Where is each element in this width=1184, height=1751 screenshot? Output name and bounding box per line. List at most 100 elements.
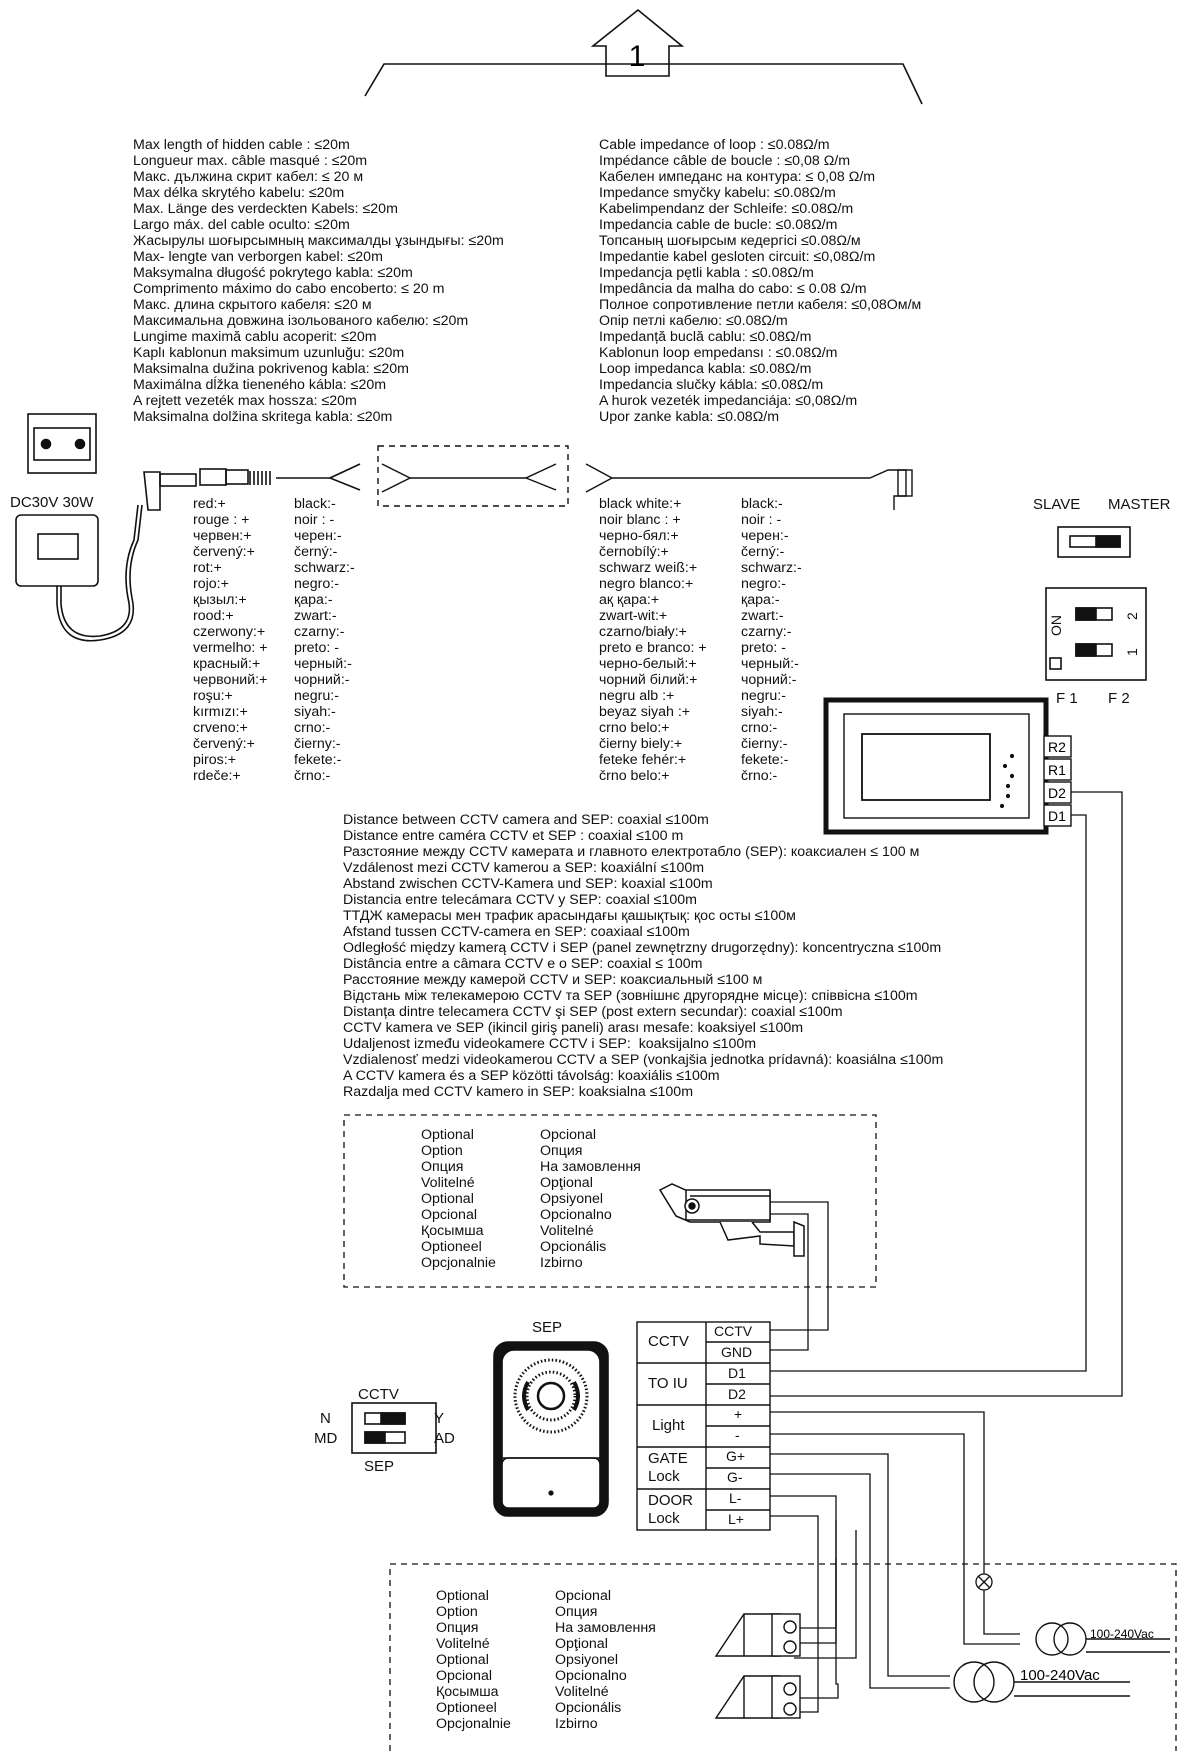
text-line: Opsiyonel: [540, 1191, 604, 1207]
text-line: rot:+: [193, 560, 222, 576]
text-line: Abstand zwischen CCTV-Kamera und SEP: ko…: [343, 876, 713, 892]
cctv-camera-icon: [658, 1183, 805, 1257]
text-line: Opcional: [436, 1668, 492, 1684]
text-line: чорний:-: [294, 672, 350, 688]
pin-d2: D2: [728, 1386, 746, 1402]
text-line: Distance entre caméra CCTV et SEP : coax…: [343, 828, 684, 844]
text-line: zwart:-: [294, 608, 337, 624]
pin-door-minus: L-: [729, 1490, 742, 1506]
text-line: Optional: [421, 1127, 474, 1143]
text-line: Opţional: [555, 1636, 608, 1652]
text-line: красный:+: [193, 656, 261, 672]
text-line: Impedancja pętli kabla : ≤0.08Ω/m: [599, 265, 814, 281]
bus-wires: [770, 791, 1123, 1397]
text-line: Opcional: [421, 1207, 477, 1223]
text-line: Vzdialenosť medzi videokamerou CCTV a SE…: [343, 1052, 944, 1068]
text-line: Максимальна довжина ізольованого кабелю:…: [133, 313, 469, 329]
text-line: Kaplı kablonun maksimum uzunluğu: ≤20m: [133, 345, 405, 361]
transformer-small-icon: [1035, 1622, 1170, 1656]
text-line: черно-бял:+: [599, 528, 679, 544]
text-line: A CCTV kamera és a SEP közötti távolság:…: [343, 1068, 720, 1084]
text-line: Opcionális: [540, 1239, 607, 1255]
text-line: черный:-: [294, 656, 352, 672]
text-line: қара:-: [294, 592, 333, 608]
text-line: Optional: [436, 1652, 489, 1668]
text-line: Optioneel: [436, 1700, 497, 1716]
text-line: Optioneel: [421, 1239, 482, 1255]
text-line: Lungime maximă cablu acoperit: ≤20m: [133, 329, 377, 345]
text-line: Max length of hidden cable : ≤20m: [133, 137, 350, 153]
lock-wiring: [770, 1411, 1020, 1713]
text-line: beyaz siyah :+: [599, 704, 691, 720]
terminal-group-cctv: CCTV: [648, 1333, 689, 1350]
terminal-d2-label: D2: [1048, 785, 1066, 801]
text-line: Impedância da malha do cabo: ≤ 0.08 Ω/m: [599, 281, 867, 297]
text-line: қара:-: [741, 592, 780, 608]
text-line: crveno:+: [193, 720, 248, 736]
text-line: Volitelné: [436, 1636, 490, 1652]
text-line: Опция: [421, 1159, 464, 1175]
wire-color-left-minus: black:-noir : -черен:-černý:-schwarz:-ne…: [294, 496, 355, 784]
text-line: červený:+: [193, 736, 255, 752]
pin-cctv: CCTV: [714, 1323, 753, 1339]
text-line: Макс. длина скрытого кабеля: ≤20 м: [133, 297, 372, 313]
text-line: Опция: [436, 1620, 479, 1636]
sep-y-label: Y: [434, 1410, 445, 1427]
sep-ad-label: AD: [434, 1430, 455, 1447]
wire-color-right-minus: black:-noir : -черен:-černý:-schwarz:-ne…: [741, 496, 802, 784]
text-line: Impedancia cable de bucle: ≤0.08Ω/m: [599, 217, 838, 233]
text-line: Loop impedanca kabla: ≤0.08Ω/m: [599, 361, 812, 377]
camera-wires: [770, 1201, 829, 1351]
text-line: Қосымша: [421, 1223, 484, 1239]
sep-md-label: MD: [314, 1430, 338, 1447]
text-line: A rejtett vezeték max hossza: ≤20m: [133, 393, 357, 409]
text-line: чорний:-: [741, 672, 797, 688]
text-line: negro:-: [741, 576, 786, 592]
sep-switch-top-label: CCTV: [358, 1386, 399, 1403]
text-line: black white:+: [599, 496, 682, 512]
text-line: Izbirno: [540, 1255, 583, 1271]
text-line: Opcional: [540, 1127, 596, 1143]
text-line: černý:-: [294, 544, 338, 560]
text-line: crno:-: [741, 720, 778, 736]
wire-color-left-plus: red:+rouge : +червен:+červený:+rot:+rojo…: [193, 496, 268, 784]
text-line: Қосымша: [436, 1684, 499, 1700]
text-line: Opţional: [540, 1175, 593, 1191]
text-line: Разстояние между CCTV камерата и главнот…: [343, 844, 920, 860]
text-line: schwarz:-: [294, 560, 355, 576]
text-line: Impédance câble de boucle : ≤0,08 Ω/m: [599, 153, 851, 169]
pin-light-minus: -: [735, 1427, 740, 1443]
dip-switch[interactable]: [1045, 587, 1147, 681]
text-line: negru:-: [741, 688, 786, 704]
text-line: Maximálna dĺžka tieneného kábla: ≤20m: [133, 377, 387, 393]
text-line: Optional: [421, 1191, 474, 1207]
text-line: Opcionális: [555, 1700, 622, 1716]
text-line: negru:-: [294, 688, 339, 704]
text-line: Max- lengte van verborgen kabel: ≤20m: [133, 249, 383, 265]
text-line: Volitelné: [555, 1684, 609, 1700]
slave-master-switch[interactable]: [1057, 526, 1131, 558]
text-line: negro:-: [294, 576, 339, 592]
dip-f2-label: F 2: [1108, 690, 1130, 707]
text-line: Impedantie kabel gesloten circuit: ≤0,08…: [599, 249, 876, 265]
pin-d1: D1: [728, 1365, 746, 1381]
text-line: rood:+: [193, 608, 234, 624]
text-line: black:-: [741, 496, 783, 512]
pin-gate-minus: G-: [727, 1469, 743, 1485]
text-line: fekete:-: [294, 752, 342, 768]
text-line: zwart-wit:+: [599, 608, 668, 624]
text-line: Opcionalno: [540, 1207, 612, 1223]
text-line: Макс. дължина скрит кабел: ≤ 20 м: [133, 169, 364, 185]
text-line: Опция: [555, 1604, 598, 1620]
text-line: Vzdálenost mezi CCTV kamerou a SEP: koax…: [343, 860, 705, 876]
text-line: A hurok vezeték impedanciája: ≤0,08Ω/m: [599, 393, 858, 409]
text-line: zwart:-: [741, 608, 784, 624]
sep-mode-switch[interactable]: [351, 1402, 437, 1454]
text-line: червоний:+: [193, 672, 268, 688]
terminal-r2-label: R2: [1048, 739, 1066, 755]
text-line: Optional: [436, 1588, 489, 1604]
